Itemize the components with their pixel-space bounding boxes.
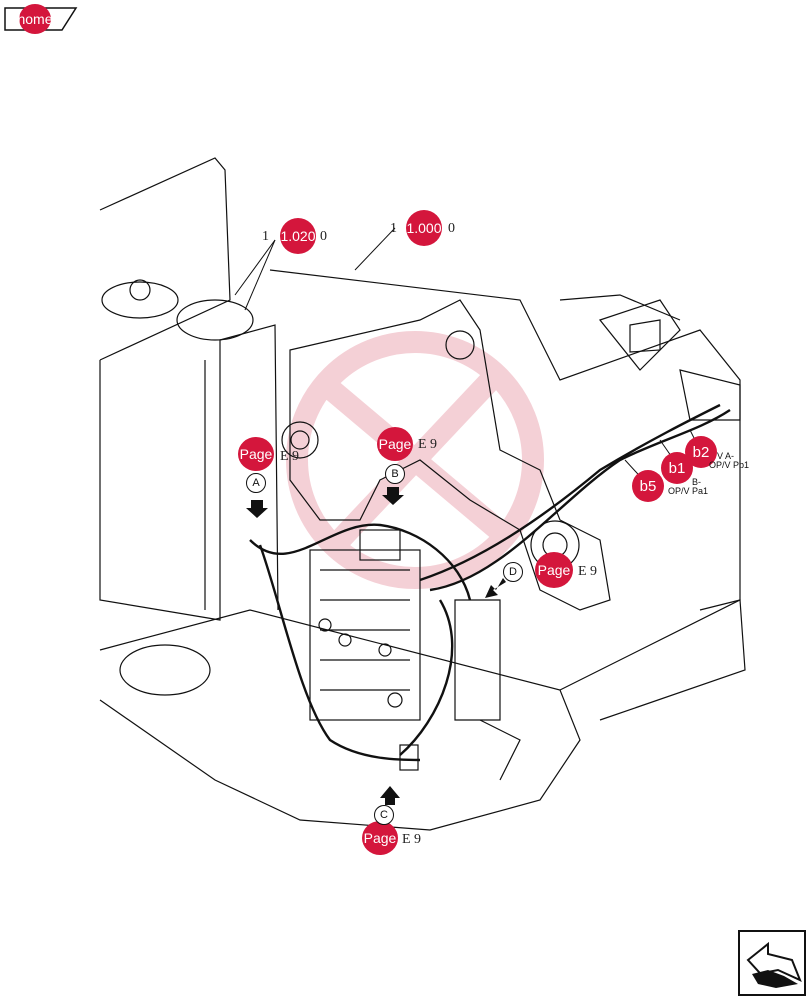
page-link-suffix: E 9 (578, 564, 598, 579)
reference-dash: 1 (390, 221, 397, 236)
reference-badge[interactable]: 1.000 (406, 210, 442, 246)
back-arrow-icon (738, 930, 806, 996)
page-link-badge[interactable]: Page (535, 552, 573, 588)
page-link-suffix: E 9 (280, 449, 300, 464)
view-marker-d: D (503, 562, 523, 582)
page-link-badge[interactable]: Page (377, 427, 413, 461)
view-marker-a: A (246, 473, 266, 493)
reference-dash: 1 (262, 229, 269, 244)
port-label-a-line1: V A- (717, 451, 735, 461)
home-button[interactable]: home (19, 4, 51, 34)
page-link-badge[interactable]: Page (362, 821, 398, 855)
view-arrow-c (380, 786, 400, 805)
view-arrow-b (382, 487, 404, 505)
reference-suffix: 0 (448, 221, 455, 236)
port-label-b-line2: OP/V Pa1 (668, 486, 709, 496)
page-link-suffix: E 9 (402, 832, 422, 847)
callout-b1[interactable]: b1 (661, 452, 693, 484)
port-label-a-line2: OP/V Pb1 (709, 460, 750, 470)
back-button[interactable] (738, 930, 806, 996)
callout-b5[interactable]: b5 (632, 470, 664, 502)
view-arrow-d (485, 578, 506, 598)
port-label-b-line1: B- (692, 477, 701, 487)
page-link-suffix: E 9 (418, 437, 438, 452)
view-marker-c: C (374, 805, 394, 825)
reference-badge[interactable]: 1.020 (280, 218, 316, 254)
view-arrow-a (246, 500, 268, 518)
home-tab[interactable]: home (4, 4, 78, 34)
watermark-logo (286, 331, 544, 589)
view-marker-b: B (385, 464, 405, 484)
page-link-badge[interactable]: Page (238, 437, 274, 471)
reference-suffix: 0 (320, 229, 327, 244)
